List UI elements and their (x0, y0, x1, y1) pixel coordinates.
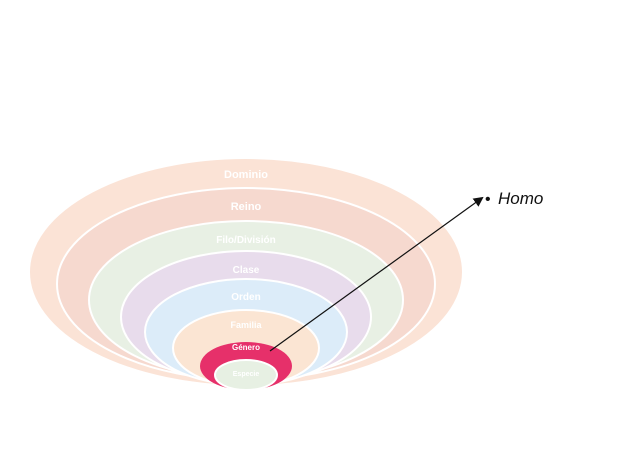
rank-label-orden: Orden (231, 292, 260, 303)
rank-label-clase: Clase (233, 265, 260, 276)
rank-rings (28, 157, 464, 391)
rank-label-familia: Familia (230, 320, 262, 330)
rank-labels: DominioReinoFilo/DivisiónClaseOrdenFamil… (216, 169, 275, 378)
genus-callout-arrow (269, 196, 484, 352)
rank-label-reino: Reino (231, 201, 262, 213)
rank-ring-especie (214, 359, 278, 391)
callout-bullet: • (485, 191, 491, 208)
rank-label-filo-division: Filo/División (216, 235, 275, 246)
rank-label-dominio: Dominio (224, 169, 268, 181)
callout-genus-name: Homo (498, 189, 543, 208)
rank-label-genero: Género (232, 343, 260, 352)
rank-label-especie: Especie (233, 371, 260, 378)
